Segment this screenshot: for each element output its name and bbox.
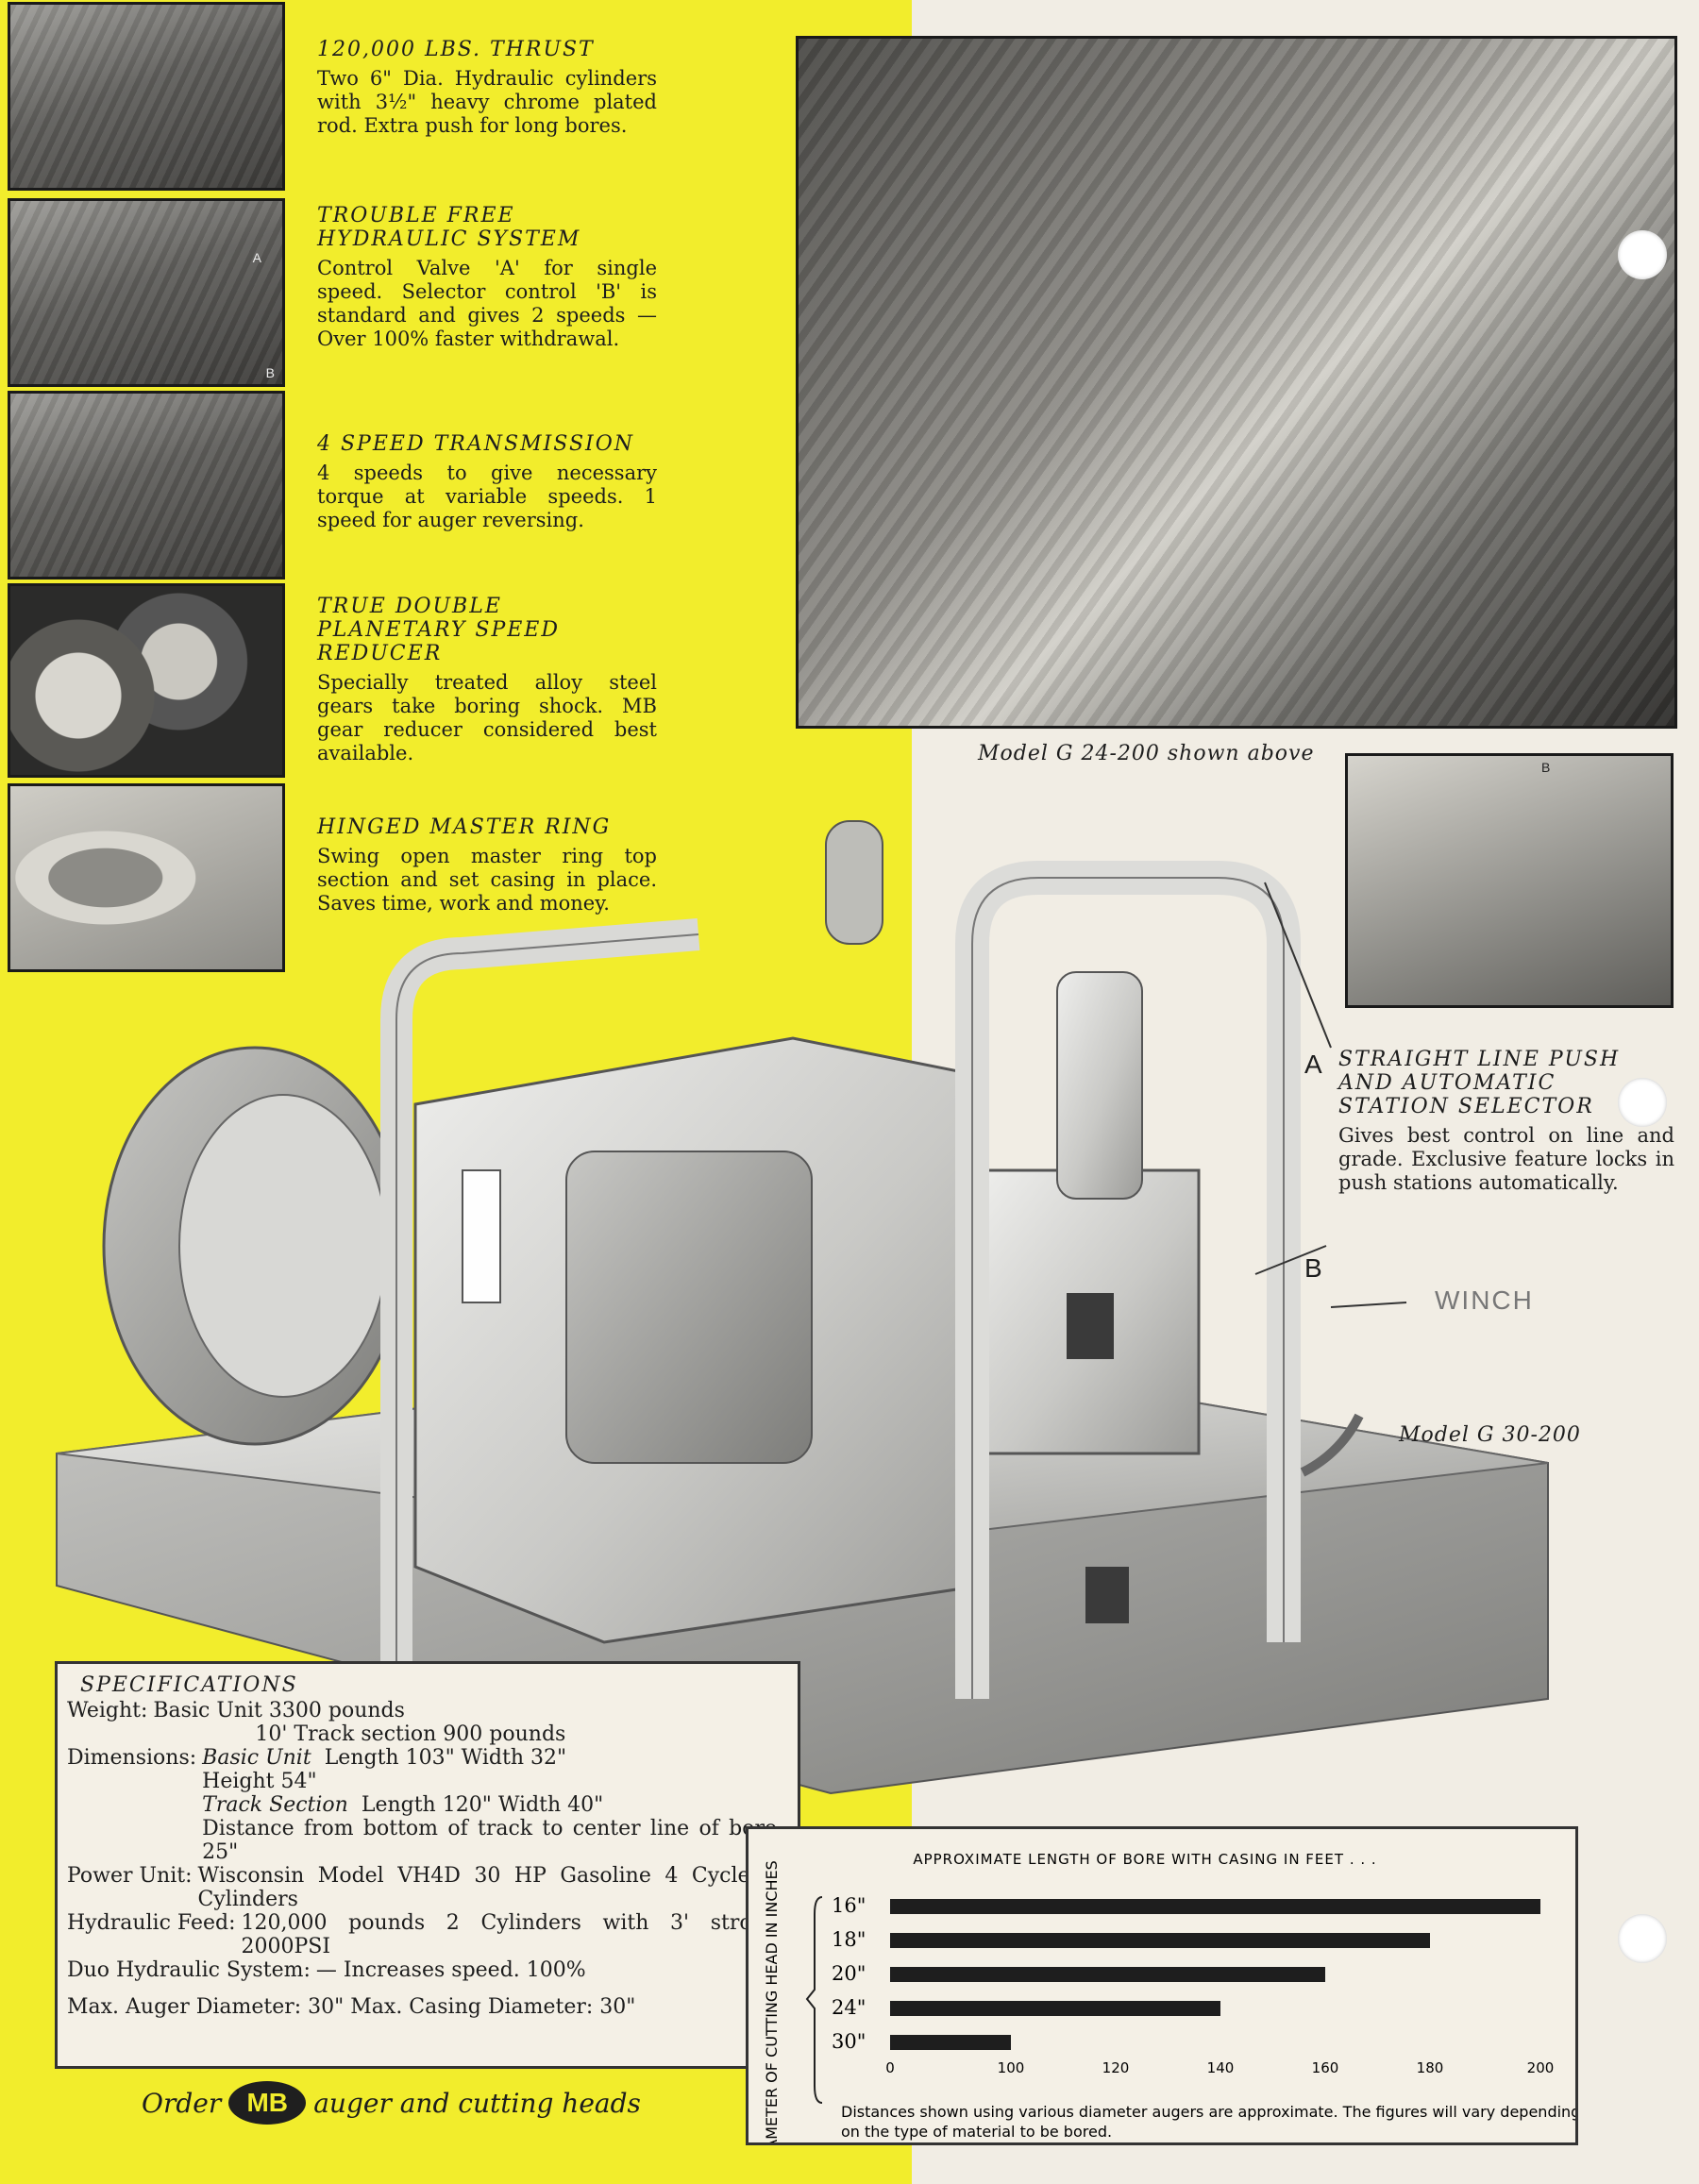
bore-length-chart: APPROXIMATE LENGTH OF BORE WITH CASING I… bbox=[763, 1851, 1580, 2166]
chart-bar bbox=[890, 2001, 1220, 2016]
spec-value: Length 120" Width 40" bbox=[361, 1793, 604, 1817]
spec-max-diameter: Max. Auger Diameter: 30" Max. Casing Dia… bbox=[67, 1995, 636, 2019]
feature-reducer: TRUE DOUBLE PLANETARY SPEED REDUCER Spec… bbox=[317, 595, 657, 765]
feature-station-selector: STRAIGHT LINE PUSH AND AUTOMATIC STATION… bbox=[1338, 1048, 1674, 1195]
spec-value: Height 54" bbox=[202, 1770, 317, 1793]
selector-title: STRAIGHT LINE PUSH AND AUTOMATIC STATION… bbox=[1338, 1048, 1621, 1118]
specifications-box: SPECIFICATIONS Weight: Basic Unit 3300 p… bbox=[55, 1661, 800, 2069]
feature-body: Swing open master ring top section and s… bbox=[317, 845, 657, 915]
chart-tick-label: 200 bbox=[1527, 2059, 1555, 2076]
feature-transmission: 4 SPEED TRANSMISSION 4 speeds to give ne… bbox=[317, 432, 657, 532]
spec-hydraulic-feed: Hydraulic Feed: 120,000 pounds 2 Cylinde… bbox=[67, 1911, 798, 1958]
spec-weight: Weight: Basic Unit 3300 pounds 10' Track… bbox=[67, 1699, 798, 1746]
machine-illustration bbox=[56, 820, 1549, 1795]
spec-label: Power Unit: bbox=[67, 1864, 193, 1888]
spec-value: Wisconsin Model VH4D 30 HP Gasoline 4 Cy… bbox=[197, 1864, 777, 1911]
chart-tick-label: 180 bbox=[1417, 2059, 1444, 2076]
chart-bar bbox=[890, 1967, 1325, 1982]
thumb-label-a: A bbox=[252, 250, 261, 265]
feature-body: Two 6" Dia. Hydraulic cylinders with 3½"… bbox=[317, 67, 657, 137]
chart-title: APPROXIMATE LENGTH OF BORE WITH CASING I… bbox=[913, 1851, 1376, 1868]
spec-value: Distance from bottom of track to center … bbox=[202, 1817, 777, 1864]
feature-body: Specially treated alloy steel gears take… bbox=[317, 671, 657, 764]
chart-bar bbox=[890, 1933, 1430, 1948]
feature-title: TROUBLE FREE HYDRAULIC SYSTEM bbox=[317, 204, 581, 251]
punch-hole bbox=[1618, 1078, 1667, 1127]
order-line: Order MB auger and cutting heads bbox=[142, 2076, 641, 2129]
feature-title: HINGED MASTER RING bbox=[317, 815, 612, 839]
chart-category-label: 20" bbox=[832, 1962, 866, 1985]
chart-brace bbox=[805, 1896, 823, 2104]
chart-category-label: 18" bbox=[832, 1928, 866, 1951]
mb-logo: MB bbox=[228, 2081, 307, 2125]
feature-thrust: 120,000 LBS. THRUST Two 6" Dia. Hydrauli… bbox=[317, 38, 657, 138]
callout-a: A bbox=[1304, 1050, 1322, 1079]
caption-top-photo: Model G 24-200 shown above bbox=[978, 742, 1315, 765]
chart-tick-label: 160 bbox=[1312, 2059, 1339, 2076]
photo-model-g24-in-use bbox=[796, 36, 1677, 729]
specifications-heading: SPECIFICATIONS bbox=[80, 1673, 298, 1697]
feature-title: 120,000 LBS. THRUST bbox=[317, 38, 595, 61]
feature-hydraulic: TROUBLE FREE HYDRAULIC SYSTEM Control Va… bbox=[317, 204, 657, 351]
punch-hole bbox=[1618, 230, 1667, 279]
chart-note-line: Distances shown using various diameter a… bbox=[841, 2103, 1575, 2121]
photo-station-selector: B bbox=[1345, 753, 1674, 1008]
feature-title: 4 SPEED TRANSMISSION bbox=[317, 432, 635, 456]
inset-label-b: B bbox=[1541, 760, 1551, 775]
thumb-photo-planetary-gears bbox=[8, 583, 285, 778]
chart-tick-label: 0 bbox=[885, 2059, 895, 2076]
spec-label: Weight: bbox=[67, 1699, 148, 1722]
spec-value: Basic Unit 3300 pounds bbox=[153, 1699, 405, 1722]
chart-bar bbox=[890, 2035, 1011, 2050]
spec-value: Length 103" Width 32" bbox=[324, 1746, 567, 1770]
spec-dimensions: Dimensions: Basic Unit Length 103" Width… bbox=[67, 1746, 798, 1864]
selector-body: Gives best control on line and grade. Ex… bbox=[1338, 1124, 1674, 1194]
feature-body: 4 speeds to give necessary torque at var… bbox=[317, 462, 657, 531]
chart-bar bbox=[890, 1899, 1540, 1914]
feature-title: TRUE DOUBLE PLANETARY SPEED REDUCER bbox=[317, 595, 561, 665]
order-text-before: Order bbox=[142, 2087, 222, 2119]
chart-tick-label: 140 bbox=[1207, 2059, 1235, 2076]
spec-label: Hydraulic Feed: bbox=[67, 1911, 236, 1935]
thumb-photo-cylinders bbox=[8, 2, 285, 191]
bore-length-chart-box: APPROXIMATE LENGTH OF BORE WITH CASING I… bbox=[746, 1826, 1580, 2166]
spec-sublabel: Track Section bbox=[202, 1793, 348, 1817]
punch-hole bbox=[1618, 1914, 1667, 1963]
feature-body: Control Valve 'A' for single speed. Sele… bbox=[317, 257, 657, 350]
chart-tick-label: 100 bbox=[998, 2059, 1025, 2076]
handwritten-winch: WINCH bbox=[1435, 1285, 1534, 1315]
feature-master-ring: HINGED MASTER RING Swing open master rin… bbox=[317, 815, 657, 916]
thumb-label-b: B bbox=[265, 365, 275, 380]
order-text-after: auger and cutting heads bbox=[313, 2087, 641, 2119]
spec-duo-hydraulic: Duo Hydraulic System: — Increases speed.… bbox=[67, 1958, 798, 1982]
spec-value: 10' Track section 900 pounds bbox=[255, 1722, 566, 1746]
spec-label: Dimensions: bbox=[67, 1746, 197, 1770]
chart-category-label: 30" bbox=[832, 2030, 866, 2053]
thumb-photo-transmission bbox=[8, 391, 285, 580]
spec-value: — Increases speed. 100% bbox=[315, 1958, 586, 1982]
spec-label: Duo Hydraulic System: bbox=[67, 1958, 311, 1982]
thumb-photo-hydraulics: A B bbox=[8, 198, 285, 387]
spec-value: 120,000 pounds 2 Cylinders with 3' strok… bbox=[241, 1911, 777, 1958]
thumb-photo-master-ring bbox=[8, 783, 285, 972]
spec-sublabel: Basic Unit bbox=[202, 1746, 311, 1770]
chart-y-label: DIAMETER OF CUTTING HEAD IN INCHES bbox=[763, 1860, 781, 2142]
chart-category-label: 16" bbox=[832, 1894, 866, 1917]
callout-b: B bbox=[1304, 1253, 1322, 1283]
chart-category-label: 24" bbox=[832, 1996, 866, 2019]
chart-tick-label: 120 bbox=[1102, 2059, 1130, 2076]
caption-main-machine: Model G 30-200 bbox=[1399, 1423, 1581, 1447]
chart-note-line: on the type of material to be bored. bbox=[841, 2123, 1112, 2141]
spec-power-unit: Power Unit: Wisconsin Model VH4D 30 HP G… bbox=[67, 1864, 798, 1911]
